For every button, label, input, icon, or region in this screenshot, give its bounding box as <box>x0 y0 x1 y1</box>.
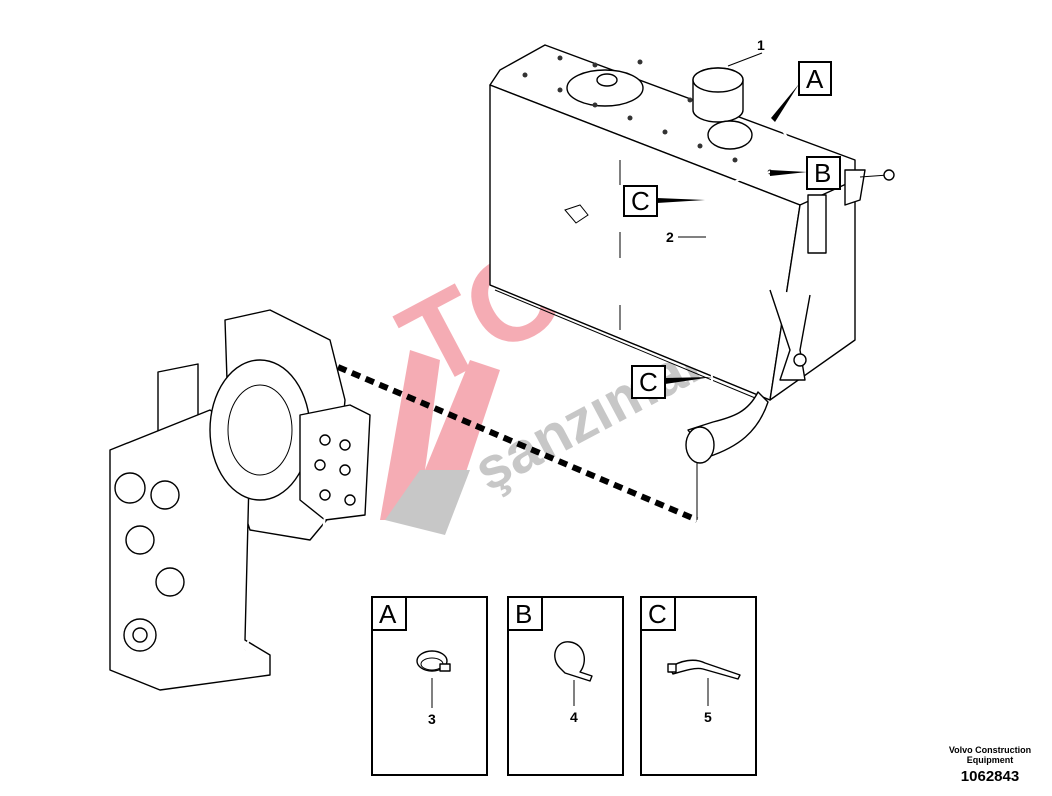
callout-1: 1 <box>757 37 765 53</box>
connection-dashed-line <box>336 364 699 523</box>
transmission <box>109 309 371 691</box>
reference-box-b: B <box>770 156 841 190</box>
svg-text:B: B <box>814 158 831 188</box>
svg-text:C: C <box>639 367 658 397</box>
cable-tie-icon <box>667 659 741 680</box>
drawing-credit: Volvo Construction Equipment 1062843 <box>940 745 1040 785</box>
reference-box-a: A <box>771 61 832 122</box>
hydraulic-tank <box>489 44 895 401</box>
detail-panel-c: C 5 <box>640 596 757 776</box>
reference-box-c-lower: C <box>631 365 712 399</box>
detail-panel-b: B 4 <box>507 596 624 776</box>
detail-panel-a: A 3 <box>371 596 488 776</box>
svg-text:C: C <box>631 186 650 216</box>
hose-clamp-icon <box>416 650 451 672</box>
hose <box>685 124 789 488</box>
reference-box-c-upper: C <box>623 185 705 217</box>
part-number-5: 5 <box>704 709 712 725</box>
part-number-3: 3 <box>428 711 436 727</box>
drawing-number: 1062843 <box>960 768 1020 785</box>
svg-text:A: A <box>806 64 824 94</box>
svg-text:C: C <box>648 599 667 629</box>
p-clip-icon <box>554 641 593 682</box>
svg-text:B: B <box>515 599 532 629</box>
company-name: Volvo Construction Equipment <box>948 745 1032 765</box>
svg-text:A: A <box>379 599 397 629</box>
callout-2: 2 <box>666 229 674 245</box>
part-number-4: 4 <box>570 709 578 725</box>
